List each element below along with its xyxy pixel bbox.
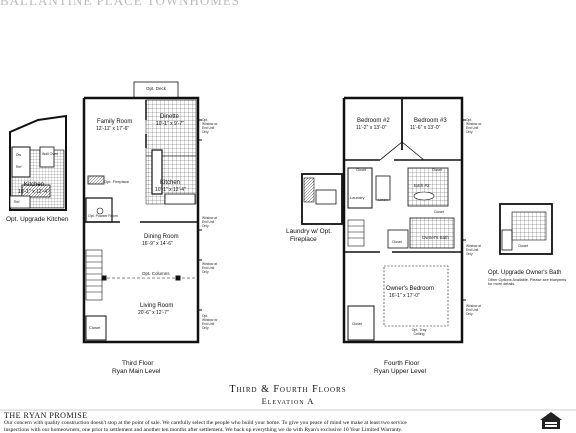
fourth-closet-5: Closet (434, 210, 444, 214)
third-floor-plan (82, 81, 202, 344)
bedroom-3-dims: 11'-6" x 13'-0" (410, 125, 441, 131)
owners-bedroom-name: Owner's Bedroom (386, 286, 434, 292)
owners-bedroom-dims: 16'-1" x 17'-0" (389, 293, 420, 299)
fourth-floor-caption-1: Fourth Floor (384, 360, 420, 367)
fourth-window-note-2: Window at End Unit Only (466, 244, 481, 256)
living-room-name: Living Room (140, 303, 174, 309)
fourth-closet-1: Closet (356, 168, 366, 172)
window-note-2: Window at End Unit Only (202, 216, 217, 228)
upgrade-kitchen-wall-oven: Wall Oven (42, 152, 59, 156)
upgrade-kitchen-name: Kitchen (24, 182, 45, 188)
laundry-option-line2: Fireplace (290, 236, 317, 243)
third-floor-caption-1: Third Floor (122, 360, 154, 367)
fourth-window-note-3: Window at End Unit Only (466, 304, 481, 316)
bath-2-label: Bath #2 (414, 183, 430, 188)
upgrade-kitchen-ref-2: Ref (14, 200, 20, 204)
window-note-3: Window at End Unit Only (202, 262, 217, 274)
owners-bath-label: Owner's Bath (422, 235, 449, 240)
upgrade-kitchen-ref: Ref (16, 165, 22, 169)
upgrade-kitchen-plan (9, 114, 67, 211)
dining-room-dims: 16'-9" x 14'-6" (142, 241, 173, 247)
laundry-option-plan (301, 173, 343, 225)
third-floor-caption-2: Ryan Main Level (112, 368, 161, 375)
bedroom-3-name: Bedroom #3 (414, 118, 447, 124)
dinette-name: Dinette (160, 114, 180, 120)
fourth-closet-4: Closet (352, 322, 362, 326)
page-title-line2: Elevation A (261, 396, 315, 406)
tray-ceiling-label: Opt. Tray Ceiling (411, 328, 427, 336)
upgrade-kitchen-caption: Opt. Upgrade Kitchen (6, 216, 69, 223)
family-room-name: Family Room (97, 119, 133, 125)
equal-housing-logo (540, 412, 562, 429)
fourth-window-note-1: Opt. Window w/ End Unit Only (466, 118, 482, 134)
window-note-4: Opt. Window w/ End Unit Only (202, 314, 218, 330)
promise-text-2: inspections with our homeowners, one pri… (4, 427, 403, 433)
kitchen-dims: 10'-1" x 12'-4" (155, 187, 186, 193)
page-title-line1: Third & Fourth Floors (229, 384, 347, 395)
header-title: BALLANTINE PLACE TOWNHOMES (0, 0, 241, 8)
owners-bath-option-plan (499, 203, 553, 255)
laundry-label: Laundry (350, 195, 365, 200)
laundry-option-line1: Laundry w/ Opt. (286, 228, 332, 235)
deck-label: Opt. Deck (146, 86, 167, 91)
promise-title: THE RYAN PROMISE (4, 411, 88, 420)
owners-bath-option-note: Other Options Available. Please see blue… (488, 278, 567, 286)
columns-label: Opt. Columns (142, 271, 170, 276)
family-room-dims: 12'-11" x 17'-6" (96, 126, 130, 132)
fireplace-label: Opt. Fireplace (104, 179, 130, 184)
owners-bath-option-title: Opt. Upgrade Owner's Bath (488, 270, 562, 276)
bedroom-2-dims: 11'-2" x 13'-0" (356, 125, 387, 131)
fourth-closet-2: Closet (432, 168, 442, 172)
upgrade-kitchen-dw: Dw (16, 153, 22, 157)
dining-room-name: Dining Room (144, 234, 179, 240)
fourth-floor-caption-2: Ryan Upper Level (374, 368, 427, 375)
powder-room-label: Opt. Powder Room (88, 214, 118, 218)
dinette-dims: 10'-1" x 9'-7" (156, 121, 184, 127)
window-note-1: Opt. Window w/ End Unit Only (202, 118, 218, 134)
bedroom-2-name: Bedroom #2 (357, 118, 390, 124)
third-floor-closet: Closet (89, 325, 101, 330)
living-room-dims: 20'-6" x 12'-7" (138, 310, 169, 316)
fourth-closet-3: Closet (392, 240, 402, 244)
upgrade-kitchen-dims: 10'-1" x 12'-4" (18, 189, 49, 195)
fourth-closet-6: Closet (518, 244, 528, 248)
linen-label: Linen (378, 197, 388, 202)
fourth-floor-plan (342, 96, 466, 344)
promise-text: Our concern with quality construction do… (4, 420, 407, 426)
kitchen-name: Kitchen (160, 180, 181, 186)
